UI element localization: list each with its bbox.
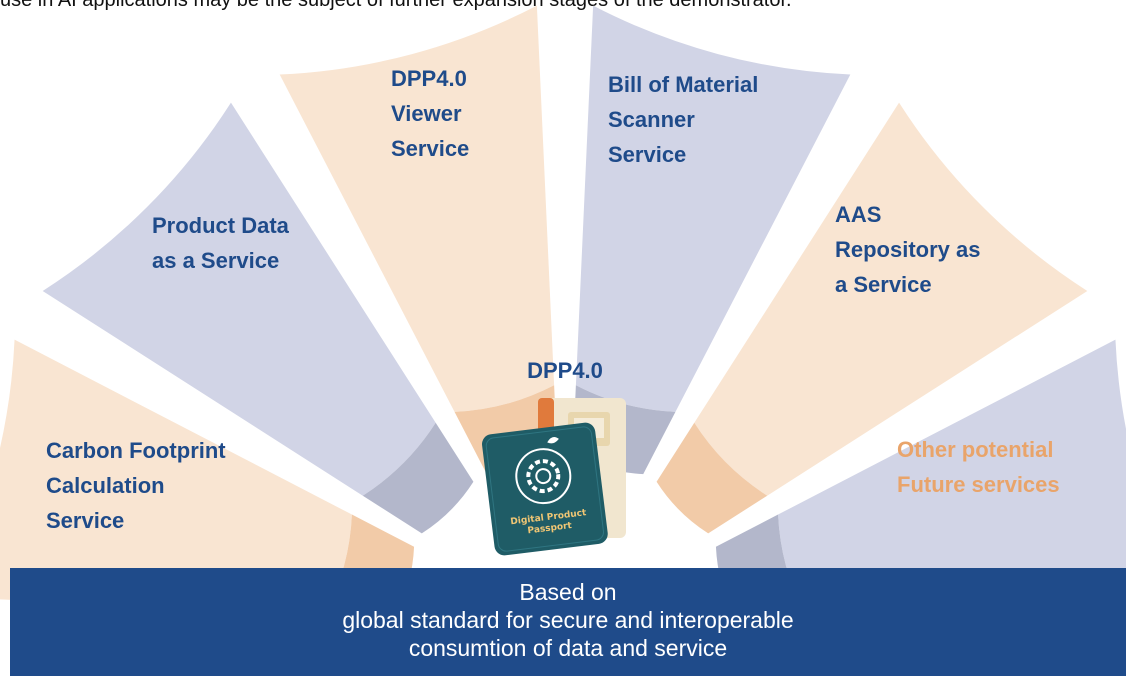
segment-bom-label-line: Bill of Material: [608, 72, 758, 97]
segment-pdaas-inner: [362, 422, 474, 534]
segment-future-label-line: Other potential: [897, 437, 1053, 462]
center-title: DPP4.0: [527, 358, 603, 383]
segment-pdaas-label-line: as a Service: [152, 248, 279, 273]
segment-pdaas-label-line: Product Data: [152, 213, 290, 238]
segment-viewer-label-line: Service: [391, 136, 469, 161]
segment-aas: [656, 102, 1088, 534]
segment-carbon-outer: [0, 339, 352, 615]
segment-aas-inner: [656, 422, 768, 534]
top-caption: use in AI applications may be the subjec…: [0, 0, 792, 11]
segment-bom-outer: [575, 5, 851, 412]
segment-aas-label-line: a Service: [835, 272, 932, 297]
segment-carbon-label-line: Calculation: [46, 473, 165, 498]
segment-aas-label-line: AAS: [835, 202, 881, 227]
base-standard-bar: Based on global standard for secure and …: [10, 568, 1126, 676]
segment-viewer-outer: [279, 5, 555, 412]
segment-viewer-label-line: Viewer: [391, 101, 462, 126]
segment-pdaas: [42, 102, 474, 534]
segment-aas-outer: [694, 102, 1088, 496]
segment-pdaas-outer: [42, 102, 436, 496]
segment-future-outer: [778, 339, 1126, 615]
base-line-2: global standard for secure and interoper…: [342, 607, 794, 633]
segment-aas-label-line: Repository as: [835, 237, 981, 262]
base-line-1: Based on: [519, 579, 617, 605]
digital-product-passport-icon: Digital Product Passport: [482, 398, 626, 556]
segment-bom-label-line: Service: [608, 142, 686, 167]
base-line-3: consumtion of data and service: [408, 635, 728, 661]
segment-viewer-label-line: DPP4.0: [391, 66, 467, 91]
segment-carbon-label-line: Carbon Footprint: [46, 438, 226, 463]
segment-future-label-line: Future services: [897, 472, 1060, 497]
segment-carbon-label-line: Service: [46, 508, 124, 533]
segment-bom-label-line: Scanner: [608, 107, 695, 132]
